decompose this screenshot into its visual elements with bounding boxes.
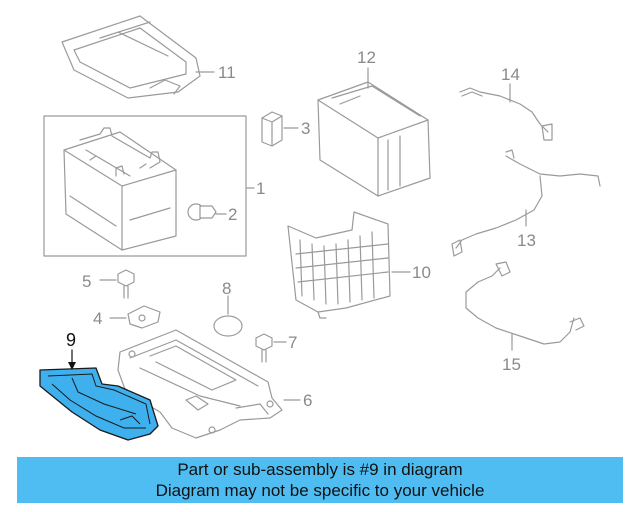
callout-9: 9	[66, 330, 76, 350]
callout-2: 2	[228, 205, 237, 224]
callout-6: 6	[303, 391, 312, 410]
callout-12: 12	[357, 48, 376, 67]
callout-15: 15	[502, 355, 521, 374]
callout-10: 10	[412, 263, 431, 282]
callout-8: 8	[222, 279, 231, 298]
part-11-battery-cover[interactable]	[61, 15, 201, 99]
callout-1: 1	[256, 179, 265, 198]
callout-7: 7	[288, 333, 297, 352]
parts-diagram: 11 12 14 1 3 2	[39, 15, 601, 441]
part-1-box	[43, 115, 247, 257]
part-3-clip[interactable]	[261, 111, 283, 147]
part-1-battery-assembly[interactable]	[63, 127, 177, 251]
part-9-highlighted-pad[interactable]	[39, 367, 159, 441]
callout-11: 11	[218, 63, 236, 82]
part-10-insulation[interactable]	[287, 211, 391, 319]
part-15-cable[interactable]	[465, 261, 585, 345]
leader-9-arrowhead	[68, 362, 76, 370]
banner-line-2: Diagram may not be specific to your vehi…	[155, 481, 485, 500]
part-7-bolt[interactable]	[255, 333, 273, 363]
part-4-bracket[interactable]	[127, 305, 161, 329]
part-2-plug[interactable]	[187, 203, 217, 221]
part-5-bolt[interactable]	[117, 269, 135, 299]
callout-13: 13	[517, 231, 536, 250]
banner-line-1: Part or sub-assembly is #9 in diagram	[177, 460, 463, 479]
part-13-cable[interactable]	[451, 149, 601, 257]
callout-14: 14	[501, 65, 520, 84]
part-8-grommet[interactable]	[213, 315, 243, 337]
callout-4: 4	[93, 309, 102, 328]
callout-5: 5	[82, 272, 91, 291]
part-12-battery[interactable]	[317, 81, 431, 197]
part-14-cable[interactable]	[459, 87, 553, 141]
callout-3: 3	[301, 119, 310, 138]
info-banner: Part or sub-assembly is #9 in diagram Di…	[17, 457, 623, 503]
